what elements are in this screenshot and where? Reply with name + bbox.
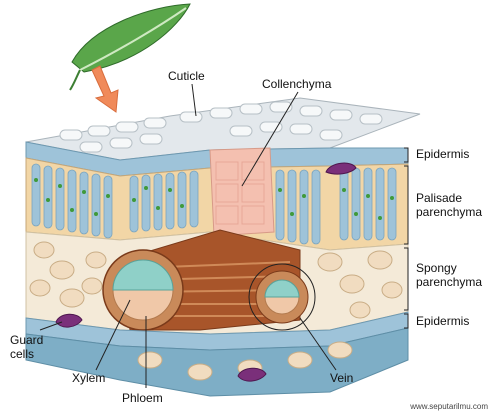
lower-surface — [25, 327, 409, 397]
watermark: www.seputarilmu.com — [410, 402, 488, 411]
sunlight-arrow-icon — [91, 65, 119, 113]
guard-cell-left-icon — [55, 313, 83, 328]
palisade-cells — [31, 163, 397, 245]
label-cuticle: Cuticle — [168, 69, 205, 83]
label-palisade-parenchyma: Palisade parenchyma — [416, 191, 483, 219]
chloroplasts — [34, 178, 394, 220]
label-phloem: Phloem — [122, 391, 163, 405]
leader-lines — [39, 83, 337, 388]
small-vascular-bundle — [248, 263, 316, 331]
leaf-icon — [69, 3, 191, 91]
label-vein: Vein — [330, 371, 354, 385]
label-epidermis-bottom: Epidermis — [416, 314, 470, 328]
label-epidermis-top: Epidermis — [416, 147, 470, 161]
label-xylem: Xylem — [72, 371, 106, 385]
large-vascular-bundle — [102, 249, 184, 331]
label-collenchyma: Collenchyma — [262, 77, 332, 91]
guard-cell-upper-icon — [325, 162, 357, 175]
layer-brackets — [404, 147, 409, 329]
label-guard-cells: Guard cells — [10, 333, 44, 361]
collenchyma-cells — [215, 161, 265, 225]
guard-cell-bottom-icon — [237, 367, 267, 382]
cuticle-cells — [59, 101, 383, 153]
label-spongy-parenchyma: Spongy parenchyma — [416, 261, 483, 289]
